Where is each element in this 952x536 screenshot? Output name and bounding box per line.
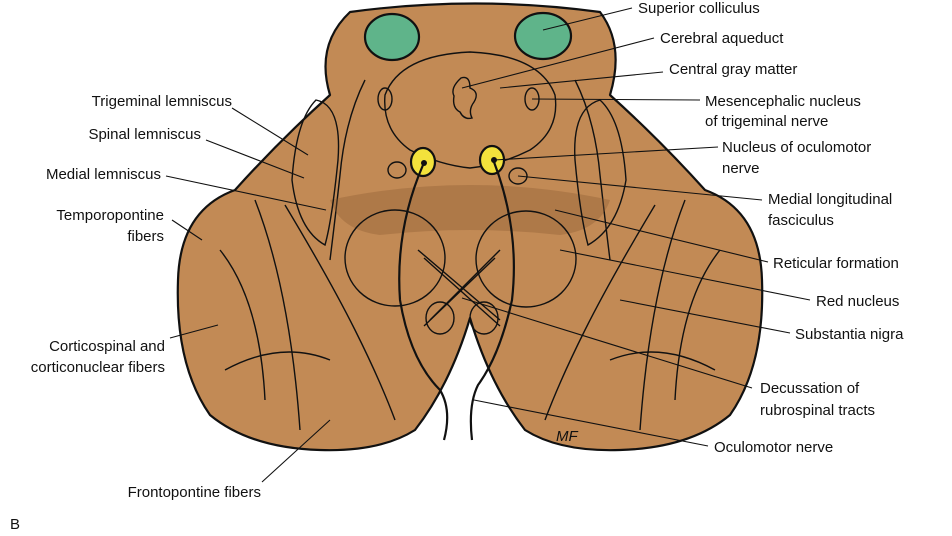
crus-line-left-2 bbox=[219, 249, 266, 401]
label-reticular-formation: Reticular formation bbox=[773, 255, 899, 272]
leader-red-nucleus bbox=[559, 249, 811, 301]
lemniscus-right bbox=[574, 99, 627, 247]
reticular-formation-area bbox=[330, 185, 610, 235]
leader-medial-lemniscus bbox=[165, 175, 327, 211]
superior-colliculus-left bbox=[363, 12, 421, 62]
label-nucleus-oculomotor-2: nerve bbox=[722, 160, 760, 177]
label-decussation-1: Decussation of bbox=[760, 380, 860, 397]
leader-temporopontine bbox=[171, 219, 203, 241]
label-frontopontine: Frontopontine fibers bbox=[128, 484, 261, 501]
interpeduncular-nucleus-right bbox=[469, 301, 499, 335]
crus-line-left-3 bbox=[284, 204, 396, 421]
leader-spinal-lemniscus bbox=[205, 139, 305, 179]
label-superior-colliculus: Superior colliculus bbox=[638, 0, 760, 17]
label-oculomotor-nerve: Oculomotor nerve bbox=[714, 439, 833, 456]
crus-line-right-3 bbox=[544, 204, 656, 421]
label-temporopontine-1: Temporopontine bbox=[56, 207, 164, 224]
frontopontine-line-left bbox=[224, 351, 331, 371]
lemniscus-left bbox=[291, 99, 340, 247]
cerebral-aqueduct bbox=[452, 76, 477, 120]
leader-trigeminal-lemniscus bbox=[231, 107, 309, 156]
panel-letter: B bbox=[10, 516, 20, 533]
superior-colliculus-right bbox=[513, 11, 573, 61]
label-spinal-lemniscus: Spinal lemniscus bbox=[88, 126, 201, 143]
crus-line-left-1 bbox=[254, 199, 301, 431]
label-decussation-2: rubrospinal tracts bbox=[760, 402, 875, 419]
label-central-gray-matter: Central gray matter bbox=[669, 61, 797, 78]
label-medial-longitudinal-2: fasciculus bbox=[768, 212, 834, 229]
oculomotor-nucleus-dot-left bbox=[421, 160, 427, 166]
label-nucleus-oculomotor-1: Nucleus of oculomotor bbox=[722, 139, 871, 156]
medial-longitudinal-fasciculus-left bbox=[387, 161, 407, 179]
leader-medial-longitudinal bbox=[517, 175, 763, 201]
leader-frontopontine bbox=[261, 419, 331, 483]
leader-superior-colliculus bbox=[542, 7, 633, 31]
label-corticospinal-2: corticonuclear fibers bbox=[31, 359, 165, 376]
leader-decussation bbox=[461, 297, 753, 389]
oculomotor-nerve-fiber-right bbox=[469, 161, 515, 441]
label-substantia-nigra: Substantia nigra bbox=[795, 326, 904, 343]
mesencephalic-nucleus-left bbox=[377, 87, 393, 111]
leader-cerebral-aqueduct bbox=[461, 37, 655, 89]
frontopontine-line-right bbox=[609, 351, 716, 371]
tectum-outline bbox=[384, 51, 557, 169]
label-temporopontine-2: fibers bbox=[127, 228, 164, 245]
crus-line-right-2 bbox=[674, 249, 721, 401]
rubrospinal-tract-4 bbox=[423, 257, 496, 327]
oculomotor-nerve-fiber-left bbox=[398, 164, 449, 441]
label-mesencephalic-nucleus-2: of trigeminal nerve bbox=[705, 113, 828, 130]
tegmentum-outline-left bbox=[329, 79, 366, 261]
label-trigeminal-lemniscus: Trigeminal lemniscus bbox=[92, 93, 232, 110]
midbrain-section bbox=[176, 2, 764, 452]
rubrospinal-tract-2 bbox=[423, 257, 501, 327]
leader-nucleus-oculomotor bbox=[493, 146, 719, 161]
rubrospinal-tract-1 bbox=[417, 249, 501, 321]
red-nucleus-left bbox=[344, 209, 446, 307]
label-red-nucleus: Red nucleus bbox=[816, 293, 899, 310]
label-mesencephalic-nucleus-1: Mesencephalic nucleus bbox=[705, 93, 861, 110]
leader-oculomotor-nerve bbox=[473, 399, 709, 447]
label-cerebral-aqueduct: Cerebral aqueduct bbox=[660, 30, 784, 47]
artist-signature: MF bbox=[556, 428, 578, 445]
label-medial-longitudinal-1: Medial longitudinal bbox=[768, 191, 892, 208]
leader-central-gray-matter bbox=[499, 71, 664, 89]
tegmentum-outline-right bbox=[574, 79, 611, 261]
label-medial-lemniscus: Medial lemniscus bbox=[46, 166, 161, 183]
leader-mesencephalic-nucleus bbox=[531, 98, 701, 101]
label-corticospinal-1: Corticospinal and bbox=[49, 338, 165, 355]
medial-longitudinal-fasciculus-right bbox=[508, 167, 528, 185]
leader-reticular-formation bbox=[554, 209, 769, 263]
red-nucleus-right bbox=[475, 210, 577, 308]
interpeduncular-nucleus-left bbox=[425, 301, 455, 335]
leader-corticospinal bbox=[169, 324, 219, 339]
leader-substantia-nigra bbox=[619, 299, 791, 334]
crus-line-right-1 bbox=[639, 199, 686, 431]
